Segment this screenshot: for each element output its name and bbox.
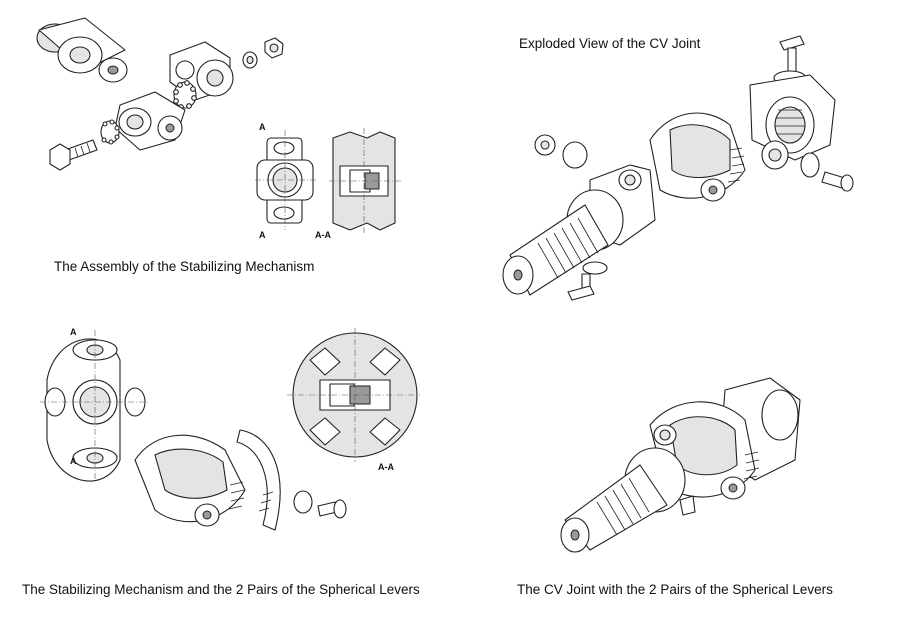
section-label-a-a: A-A: [315, 230, 331, 240]
center-cross-block: [114, 91, 186, 151]
caption-exploded-view-cv-joint: Exploded View of the CV Joint: [519, 36, 701, 51]
section-marker-a-bottom-2: A: [70, 456, 77, 466]
cv-joint-assembled-drawing: [555, 370, 815, 555]
caption-assembly-stabilizing-mechanism: The Assembly of the Stabilizing Mechanis…: [54, 259, 315, 274]
section-marker-a-top-2: A: [70, 327, 77, 337]
section-a-a-drawing-top: [255, 118, 405, 248]
housing-block-upper: [36, 17, 128, 83]
caption-stabilizing-mechanism-levers: The Stabilizing Mechanism and the 2 Pair…: [22, 582, 420, 597]
bolt: [49, 139, 98, 171]
stabilizer-front-view: [40, 330, 150, 482]
section-view-with-levers: [287, 328, 420, 462]
section-marker-a-top: A: [259, 122, 266, 132]
stabilizing-mechanism-with-levers-drawing: [35, 320, 420, 550]
cv-joint-exploded-drawing: [490, 30, 870, 305]
caption-cv-joint-with-levers: The CV Joint with the 2 Pairs of the Sph…: [517, 582, 833, 597]
section-label-a-a-2: A-A: [378, 462, 394, 472]
stabilizing-mechanism-exploded-drawing: [25, 10, 295, 180]
section-marker-a-bottom: A: [259, 230, 266, 240]
